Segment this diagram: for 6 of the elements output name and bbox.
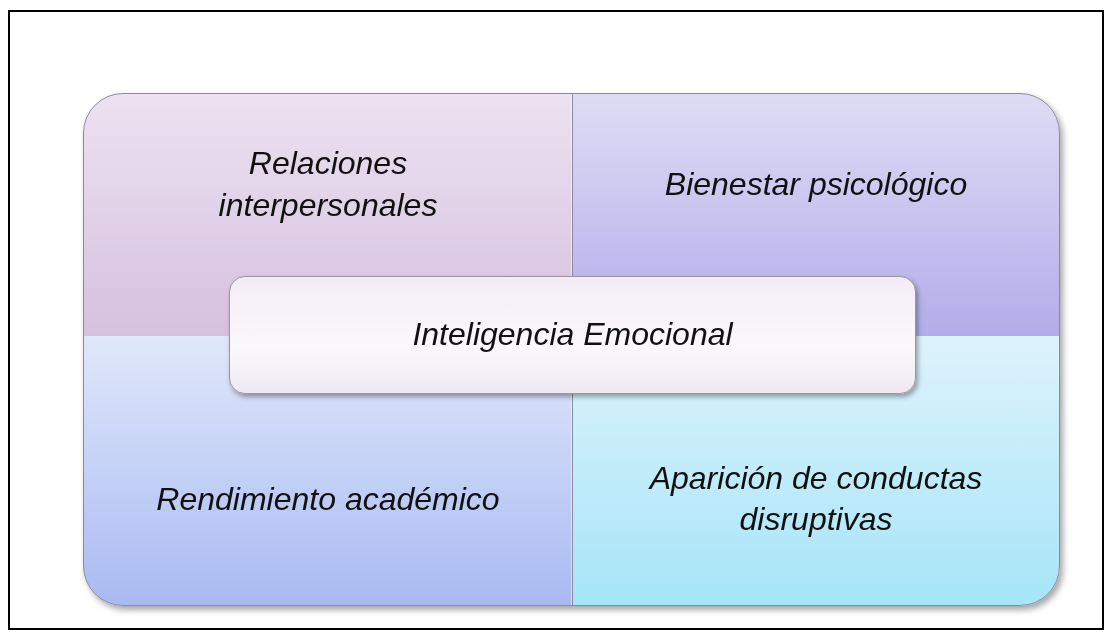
quadrant-label: Aparición de conductas disruptivas [606, 457, 1026, 542]
central-box [229, 276, 916, 394]
node-label: Inteligencia Emocional [412, 315, 733, 355]
quadrant-label: Bienestar psicológico [606, 164, 1026, 206]
quadrant-label: Rendimiento académico [118, 478, 538, 521]
quadrant-label: Relaciones interpersonales [183, 143, 473, 227]
